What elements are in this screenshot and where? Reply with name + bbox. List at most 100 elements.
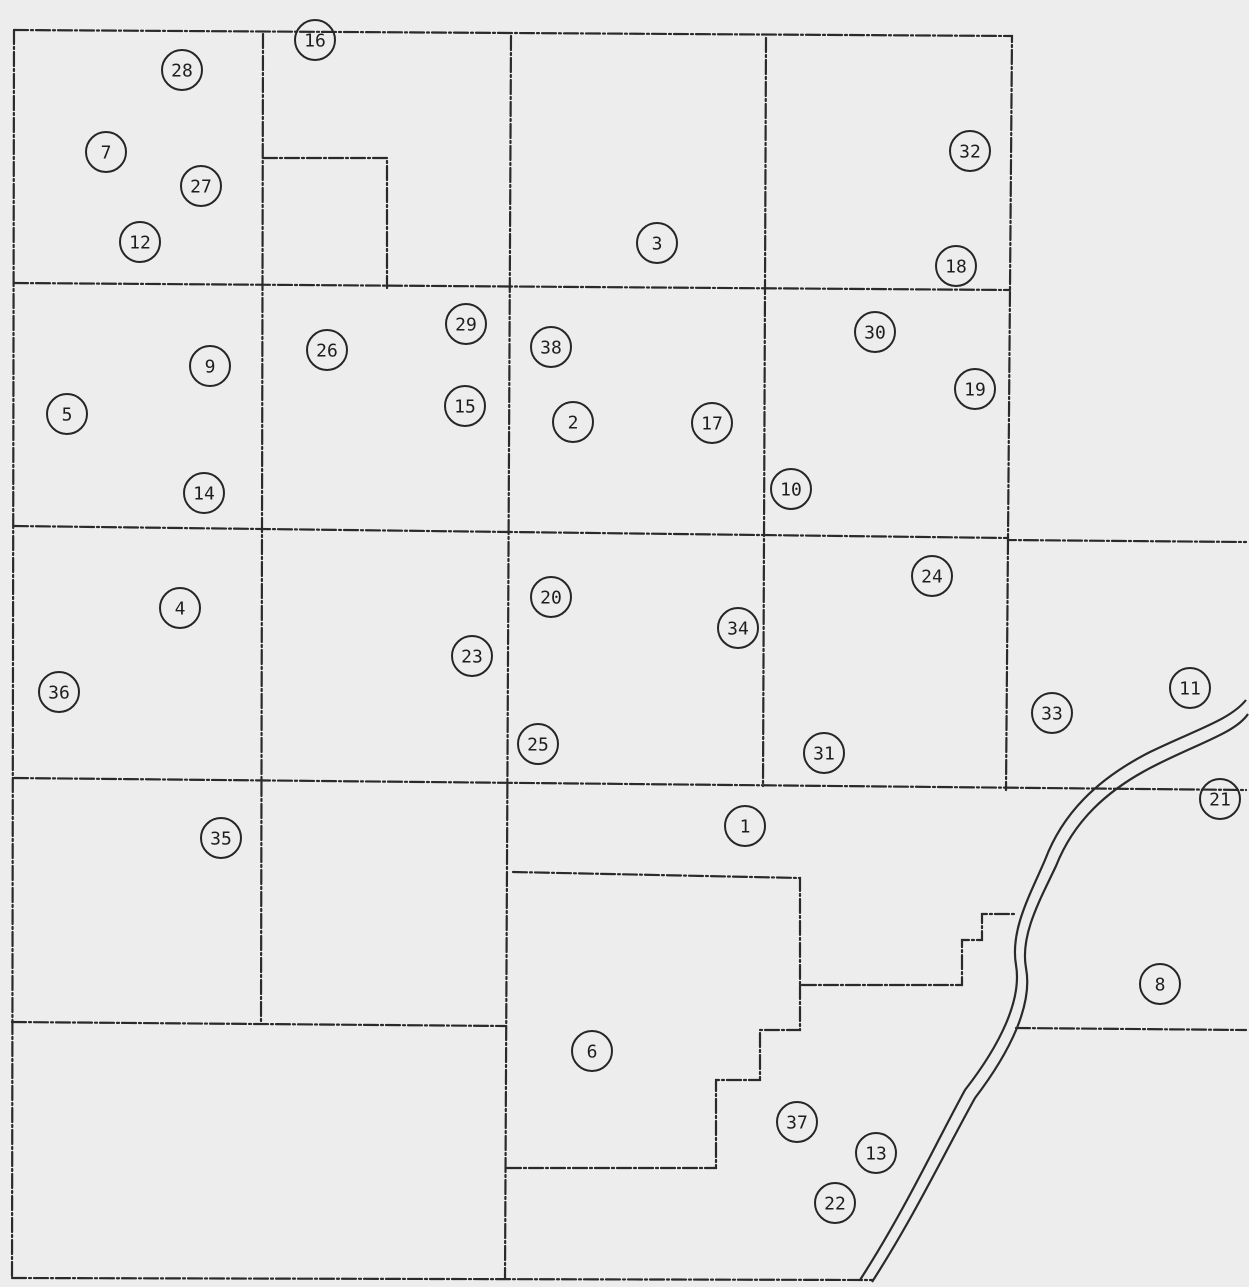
site-marker-8: 8 <box>1139 963 1181 1005</box>
site-number: 19 <box>964 380 986 401</box>
site-marker-circle <box>294 19 336 61</box>
site-marker-12: 12 <box>119 221 161 263</box>
site-marker-32: 32 <box>949 130 991 172</box>
site-marker-18: 18 <box>935 245 977 287</box>
site-number: 17 <box>701 414 723 435</box>
site-marker-circle <box>189 345 231 387</box>
section-line-h1 <box>12 281 1012 292</box>
site-marker-27: 27 <box>180 165 222 207</box>
site-number: 16 <box>304 31 326 52</box>
site-marker-30: 30 <box>854 311 896 353</box>
site-marker-5: 5 <box>46 393 88 435</box>
river <box>859 699 1249 1283</box>
site-marker-circle <box>119 221 161 263</box>
site-markers: 1234567891011121314151617181920212223242… <box>38 19 1241 1224</box>
site-number: 33 <box>1041 704 1063 725</box>
site-number: 8 <box>1155 975 1166 996</box>
site-marker-29: 29 <box>445 303 487 345</box>
site-number: 26 <box>316 341 338 362</box>
section-lines <box>10 28 1248 1282</box>
site-marker-circle <box>776 1101 818 1143</box>
site-number: 11 <box>1179 679 1201 700</box>
site-number: 6 <box>587 1042 598 1063</box>
site-marker-4: 4 <box>159 587 201 629</box>
site-marker-circle <box>161 49 203 91</box>
site-marker-circle <box>530 576 572 618</box>
site-number: 1 <box>740 817 751 838</box>
section-line-v3 <box>761 36 768 788</box>
site-number: 27 <box>190 177 212 198</box>
site-marker-6: 6 <box>571 1030 613 1072</box>
site-marker-3: 3 <box>636 222 678 264</box>
site-marker-circle <box>571 1030 613 1072</box>
site-marker-circle <box>814 1182 856 1224</box>
left-boundary <box>10 28 16 1280</box>
site-marker-circle <box>1139 963 1181 1005</box>
site-marker-circle <box>935 245 977 287</box>
site-marker-circle <box>911 555 953 597</box>
site-marker-circle <box>1169 667 1211 709</box>
stepped-parcel <box>511 870 1018 987</box>
site-number: 20 <box>540 588 562 609</box>
site-number: 34 <box>727 619 749 640</box>
site-marker-21: 21 <box>1199 778 1241 820</box>
site-marker-circle <box>183 472 225 514</box>
bottom-boundary <box>10 1276 874 1282</box>
site-marker-circle <box>85 131 127 173</box>
site-marker-15: 15 <box>444 385 486 427</box>
site-marker-20: 20 <box>530 576 572 618</box>
site-number: 24 <box>921 567 943 588</box>
site-marker-16: 16 <box>294 19 336 61</box>
stepped-parcel-lower <box>503 983 802 1170</box>
site-number: 3 <box>652 234 663 255</box>
site-marker-circle <box>717 607 759 649</box>
site-number: 18 <box>945 257 967 278</box>
site-marker-circle <box>451 635 493 677</box>
site-number: 32 <box>959 142 981 163</box>
site-marker-circle <box>306 329 348 371</box>
site-marker-23: 23 <box>451 635 493 677</box>
site-number: 22 <box>824 1194 846 1215</box>
site-marker-26: 26 <box>306 329 348 371</box>
site-marker-circle <box>159 587 201 629</box>
map-boundary <box>12 28 1248 544</box>
site-number: 30 <box>864 323 886 344</box>
site-marker-circle <box>46 393 88 435</box>
site-marker-35: 35 <box>200 817 242 859</box>
site-number: 12 <box>129 233 151 254</box>
parcel-notch <box>261 156 389 290</box>
site-marker-circle <box>724 805 766 847</box>
site-number: 4 <box>175 599 186 620</box>
site-marker-1: 1 <box>724 805 766 847</box>
site-number: 36 <box>48 683 70 704</box>
site-marker-circle <box>200 817 242 859</box>
site-marker-circle <box>854 311 896 353</box>
site-number: 7 <box>101 143 112 164</box>
site-marker-25: 25 <box>517 723 559 765</box>
site-marker-38: 38 <box>530 326 572 368</box>
site-marker-circle <box>180 165 222 207</box>
site-marker-34: 34 <box>717 607 759 649</box>
site-number: 15 <box>454 397 476 418</box>
river-bank-east <box>871 713 1249 1283</box>
section-line-v4 <box>1004 538 1010 792</box>
site-marker-10: 10 <box>770 468 812 510</box>
site-marker-7: 7 <box>85 131 127 173</box>
site-marker-13: 13 <box>855 1132 897 1174</box>
site-marker-37: 37 <box>776 1101 818 1143</box>
site-number: 35 <box>210 829 232 850</box>
site-number: 38 <box>540 338 562 359</box>
site-marker-circle <box>954 368 996 410</box>
section-line-h4 <box>10 1020 507 1028</box>
site-marker-circle <box>770 468 812 510</box>
site-marker-11: 11 <box>1169 667 1211 709</box>
site-marker-24: 24 <box>911 555 953 597</box>
site-marker-28: 28 <box>161 49 203 91</box>
site-number: 2 <box>568 413 579 434</box>
site-marker-circle <box>1031 692 1073 734</box>
site-number: 28 <box>171 61 193 82</box>
river-bank-west <box>859 699 1247 1281</box>
site-number: 31 <box>813 744 835 765</box>
site-marker-circle <box>445 303 487 345</box>
